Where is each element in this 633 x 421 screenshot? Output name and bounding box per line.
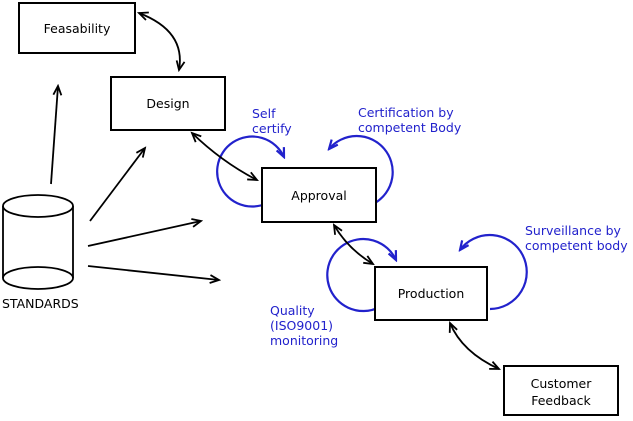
customer-feedback-box: [503, 365, 619, 416]
arrow-approval-production: [334, 225, 373, 264]
surveillance-line2: competent body: [525, 238, 628, 253]
feasability-label: Feasability: [44, 21, 111, 36]
arrow-design-approval: [192, 133, 257, 180]
arrow-standards-feasability: [50, 86, 58, 185]
arrow-standards-design: [89, 148, 145, 222]
feasability-box: [18, 2, 136, 54]
production-box: [374, 266, 488, 321]
loop-quality-monitoring-icon: [326, 237, 396, 313]
loop-certification-icon: [329, 134, 394, 204]
design-box: [110, 76, 226, 131]
quality-line1: Quality: [270, 303, 315, 318]
label-self-certify: Self certify: [252, 106, 292, 136]
label-quality-monitoring: Quality (ISO9001) monitoring: [270, 303, 338, 348]
node-customer-feedback: Customer Feedback: [503, 365, 619, 416]
arrow-production-customer-feedback: [450, 323, 499, 369]
arrow-feasability-design: [139, 13, 180, 70]
node-production: Production: [374, 266, 488, 321]
quality-line3: monitoring: [270, 333, 338, 348]
production-label: Production: [398, 286, 465, 301]
cylinder-bottom: [2, 266, 74, 290]
design-label: Design: [146, 96, 189, 111]
customer-feedback-label-line2: Feedback: [531, 393, 591, 408]
certification-line2: competent Body: [358, 120, 462, 135]
loop-surveillance-icon: [460, 233, 528, 311]
approval-label: Approval: [291, 188, 346, 203]
cylinder-top: [2, 194, 74, 218]
approval-box: [261, 167, 377, 223]
certification-line1: Certification by: [358, 105, 454, 120]
surveillance-line1: Surveillance by: [525, 223, 622, 238]
label-certification: Certification by competent Body: [358, 105, 462, 135]
standards-cylinder: [2, 194, 74, 290]
label-surveillance: Surveillance by competent body: [525, 223, 628, 253]
node-feasability: Feasability: [18, 2, 136, 54]
node-design: Design: [110, 76, 226, 131]
node-approval: Approval: [261, 167, 377, 223]
standards-label: STANDARDS: [2, 296, 79, 311]
cylinder-body: [2, 206, 74, 278]
arrow-standards-production: [87, 265, 219, 280]
quality-line2: (ISO9001): [270, 318, 333, 333]
arrow-standards-approval: [87, 221, 201, 247]
self-certify-line1: Self: [252, 106, 276, 121]
customer-feedback-label-line1: Customer: [531, 376, 593, 391]
self-certify-line2: certify: [252, 121, 292, 136]
